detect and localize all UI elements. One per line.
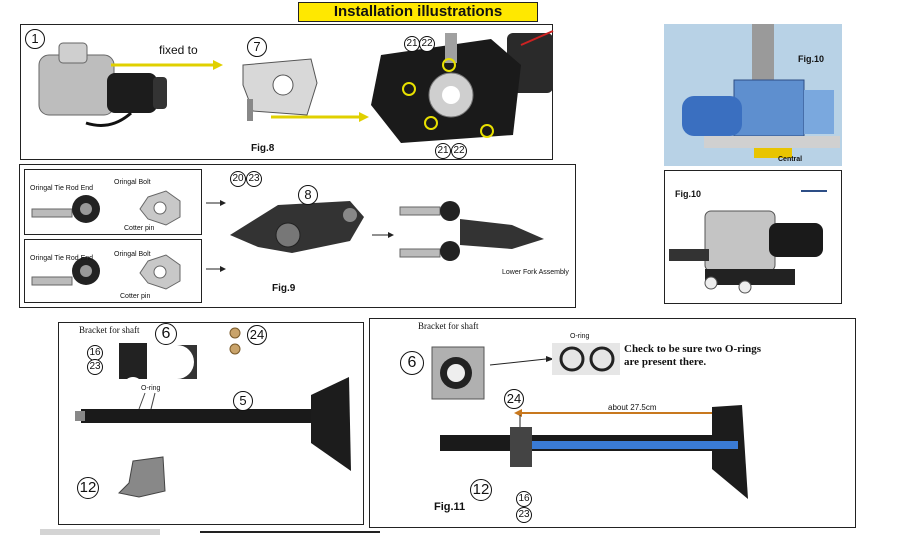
fig9-label: Fig.9 — [272, 283, 296, 294]
fig11-label: Fig.11 — [434, 501, 466, 513]
callout-23: 23 — [87, 359, 103, 375]
highlight-ring — [442, 58, 456, 72]
fig8-drawing — [38, 30, 554, 143]
washer-number-24: 24 — [247, 325, 267, 345]
cotter-label-1: Cotter pin — [124, 225, 155, 232]
oring-label: O-ring — [141, 385, 161, 392]
tie-rod-box-2 — [24, 239, 202, 303]
highlight-ring — [424, 116, 438, 130]
photo-fig10-top-drawing — [664, 24, 842, 166]
oring-check-note-line1: Check to be sure two O-rings — [624, 343, 761, 355]
fig11-callout-16: 16 — [516, 491, 532, 507]
lower-fork-label: Lower Fork Assembly — [502, 269, 569, 276]
cropped-bottom-strip — [40, 529, 160, 535]
eps-unit-image — [38, 42, 167, 127]
clip-number-12: 12 — [77, 477, 99, 499]
bracket-image — [242, 58, 318, 121]
callout-21-bottom: 21 — [435, 143, 451, 159]
fig11-bracket-label: Bracket for shaft — [418, 321, 479, 331]
fig8-panel: 1 fixed to 7 Fig.8 21 22 21 22 — [20, 24, 554, 160]
bracket-number-7: 7 — [247, 37, 267, 57]
fig11-bracket-number-6: 6 — [400, 351, 424, 375]
tie-rod-label-1: Oringal Tie Rod End — [30, 185, 94, 192]
photo-mid-fig-label: Fig.10 — [675, 189, 702, 199]
photo-fig10-mid-drawing — [669, 190, 827, 294]
mounted-assembly-image — [371, 30, 554, 143]
shaft-number-5: 5 — [233, 391, 253, 411]
page-title: Installation illustrations — [298, 2, 538, 22]
bolt-label-1: Oringal Bolt — [114, 179, 151, 186]
part-number-8: 8 — [298, 185, 318, 205]
fixed-to-label: fixed to — [159, 43, 198, 57]
callout-21-top: 21 — [404, 36, 420, 52]
fig11-washer-number-24: 24 — [504, 389, 524, 409]
highlight-ring — [480, 124, 494, 138]
callout-22-bottom: 22 — [451, 143, 467, 159]
photo-fig10-top: Fig.10 Central — [664, 24, 842, 166]
central-label: Central — [778, 156, 803, 163]
fig9-panel: Oringal Tie Rod End Oringal Bolt Cotter … — [19, 164, 576, 308]
bracket-for-shaft-label: Bracket for shaft — [79, 325, 140, 335]
fig11-callout-23: 23 — [516, 507, 532, 523]
fig8-label: Fig.8 — [251, 143, 275, 154]
fig11-drawing — [431, 343, 748, 499]
shaft-drawing — [75, 327, 351, 498]
fig11-oring-label: O-ring — [570, 333, 590, 340]
tie-rod-label-2: Oringal Tie Rod End — [30, 255, 94, 262]
cropped-bottom-rule — [200, 531, 380, 533]
photo-top-fig-label: Fig.10 — [798, 54, 825, 64]
step-number-1: 1 — [25, 29, 45, 49]
fig11-clip-number-12: 12 — [470, 479, 492, 501]
callout-22-top: 22 — [419, 36, 435, 52]
fig11-panel: Bracket for shaft 6 O-ring 24 about 27.5… — [369, 318, 856, 528]
highlight-ring — [402, 82, 416, 96]
cotter-label-2: Cotter pin — [120, 293, 151, 300]
oring-check-note: Check to be sure two O-rings are present… — [624, 343, 761, 369]
callout-23: 23 — [246, 171, 262, 187]
measure-label: about 27.5cm — [608, 403, 657, 412]
shaft-panel: Bracket for shaft 6 24 16 23 O-ring 5 12 — [58, 322, 364, 525]
tie-rod-box-1 — [24, 169, 202, 235]
bracket-number-6: 6 — [155, 323, 177, 345]
callout-20: 20 — [230, 171, 246, 187]
oring-check-note-line2: are present there. — [624, 356, 707, 368]
fig9-drawing — [31, 190, 544, 290]
photo-fig10-mid: Fig.10 — [664, 170, 842, 304]
bolt-label-2: Oringal Bolt — [114, 251, 151, 258]
